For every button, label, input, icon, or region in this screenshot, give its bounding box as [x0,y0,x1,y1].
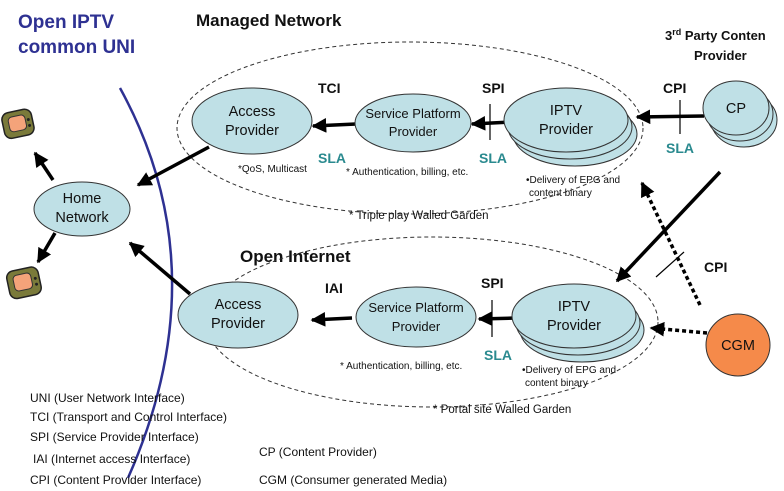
tv-icon [1,108,35,140]
arrow-iptv-to-spp-bottom [477,311,517,326]
arrow-access-top-to-home [136,145,210,187]
open-internet-title: Open Internet [240,247,351,266]
arrow-cp-to-iptv-top [635,109,705,125]
cpi-mid-tick [655,251,685,278]
legend-cp: CP (Content Provider) [259,445,377,459]
arrow-access-bottom-to-home [128,241,192,296]
third-party-title-line1: 3rd Party Conten [665,27,766,43]
tci-label: TCI [318,80,341,96]
spi-top-label: SPI [482,80,505,96]
iptv-bottom-label-1: IPTV [558,299,591,315]
access-provider-bottom-node: Access Provider [177,281,299,349]
arrow-spp-to-access-top [311,118,357,133]
iptv-top-label-2: Provider [539,122,593,138]
epg-bottom-note-1: •Delivery of EPG and [522,365,616,376]
arrow-home-to-tv-top [33,151,55,181]
service-platform-provider-bottom-node: Service Platform Provider [355,286,477,348]
iai-label: IAI [325,280,343,296]
cgm-node: CGM [705,313,771,377]
walled-garden-bottom-note: * Portal site Walled Garden [433,404,571,416]
sla-bottom-label: SLA [484,347,512,363]
legend-cgm: CGM (Consumer generated Media) [259,473,447,487]
arrow-spp-to-access-bottom [310,311,353,327]
spp-top-label-1: Service Platform [365,106,460,121]
arrow-cgm-to-iptv-bottom [649,321,708,337]
qos-note: *QoS, Multicast [238,164,307,175]
iptv-provider-bottom-node: IPTV Provider [511,283,645,363]
epg-top-note-1: •Delivery of EPG and [526,175,620,186]
sla-top-left-label: SLA [318,150,346,166]
content-provider-node: CP [702,80,778,148]
home-network-label-1: Home [63,191,102,207]
arrow-cp-to-iptv-bottom [615,170,722,283]
third-party-title-line2: Provider [694,48,747,63]
legend-spi: SPI (Service Provider Interface) [30,430,199,444]
sla-top-right-label: SLA [666,140,694,156]
iptv-bottom-label-2: Provider [547,318,601,334]
epg-top-note-2: content binary [529,188,592,199]
legend-iai: IAI (Internet access Interface) [33,452,190,466]
auth-bottom-note: * Authentication, billing, etc. [340,361,462,372]
access-top-label-1: Access [229,104,276,120]
uni-title-line1: Open IPTV [18,12,114,33]
spp-bottom-label-1: Service Platform [368,300,463,315]
spp-bottom-label-2: Provider [392,319,441,334]
access-bottom-label-1: Access [215,297,262,313]
spi-bottom-label: SPI [481,275,504,291]
home-network-node: Home Network [33,181,131,237]
access-bottom-label-2: Provider [211,316,265,332]
access-provider-top-node: Access Provider [191,87,313,155]
home-network-label-2: Network [55,210,109,226]
iptv-provider-top-node: IPTV Provider [503,87,638,167]
cgm-label: CGM [721,338,755,354]
legend-tci: TCI (Transport and Control Interface) [30,410,227,424]
legend-cpi: CPI (Content Provider Interface) [30,473,201,487]
walled-garden-top-note: * Triple play Walled Garden [349,210,489,222]
cpi-mid-label: CPI [704,259,727,275]
uni-title-line2: common UNI [18,37,135,58]
managed-network-title: Managed Network [196,11,342,30]
auth-top-note: * Authentication, billing, etc. [346,167,468,178]
cp-label: CP [726,101,746,117]
arrow-cgm-to-iptv-top [640,181,702,306]
tv-icon [5,266,42,300]
iptv-top-label-1: IPTV [550,103,583,119]
cpi-top-label: CPI [663,80,686,96]
access-top-label-2: Provider [225,123,279,139]
epg-bottom-note-2: content binary [525,378,588,389]
arrow-home-to-tv-bottom [36,232,57,264]
spp-top-label-2: Provider [389,124,438,139]
sla-top-mid-label: SLA [479,150,507,166]
managed-network-boundary [176,41,644,215]
legend-uni: UNI (User Network Interface) [30,391,185,405]
service-platform-provider-top-node: Service Platform Provider [354,93,472,153]
